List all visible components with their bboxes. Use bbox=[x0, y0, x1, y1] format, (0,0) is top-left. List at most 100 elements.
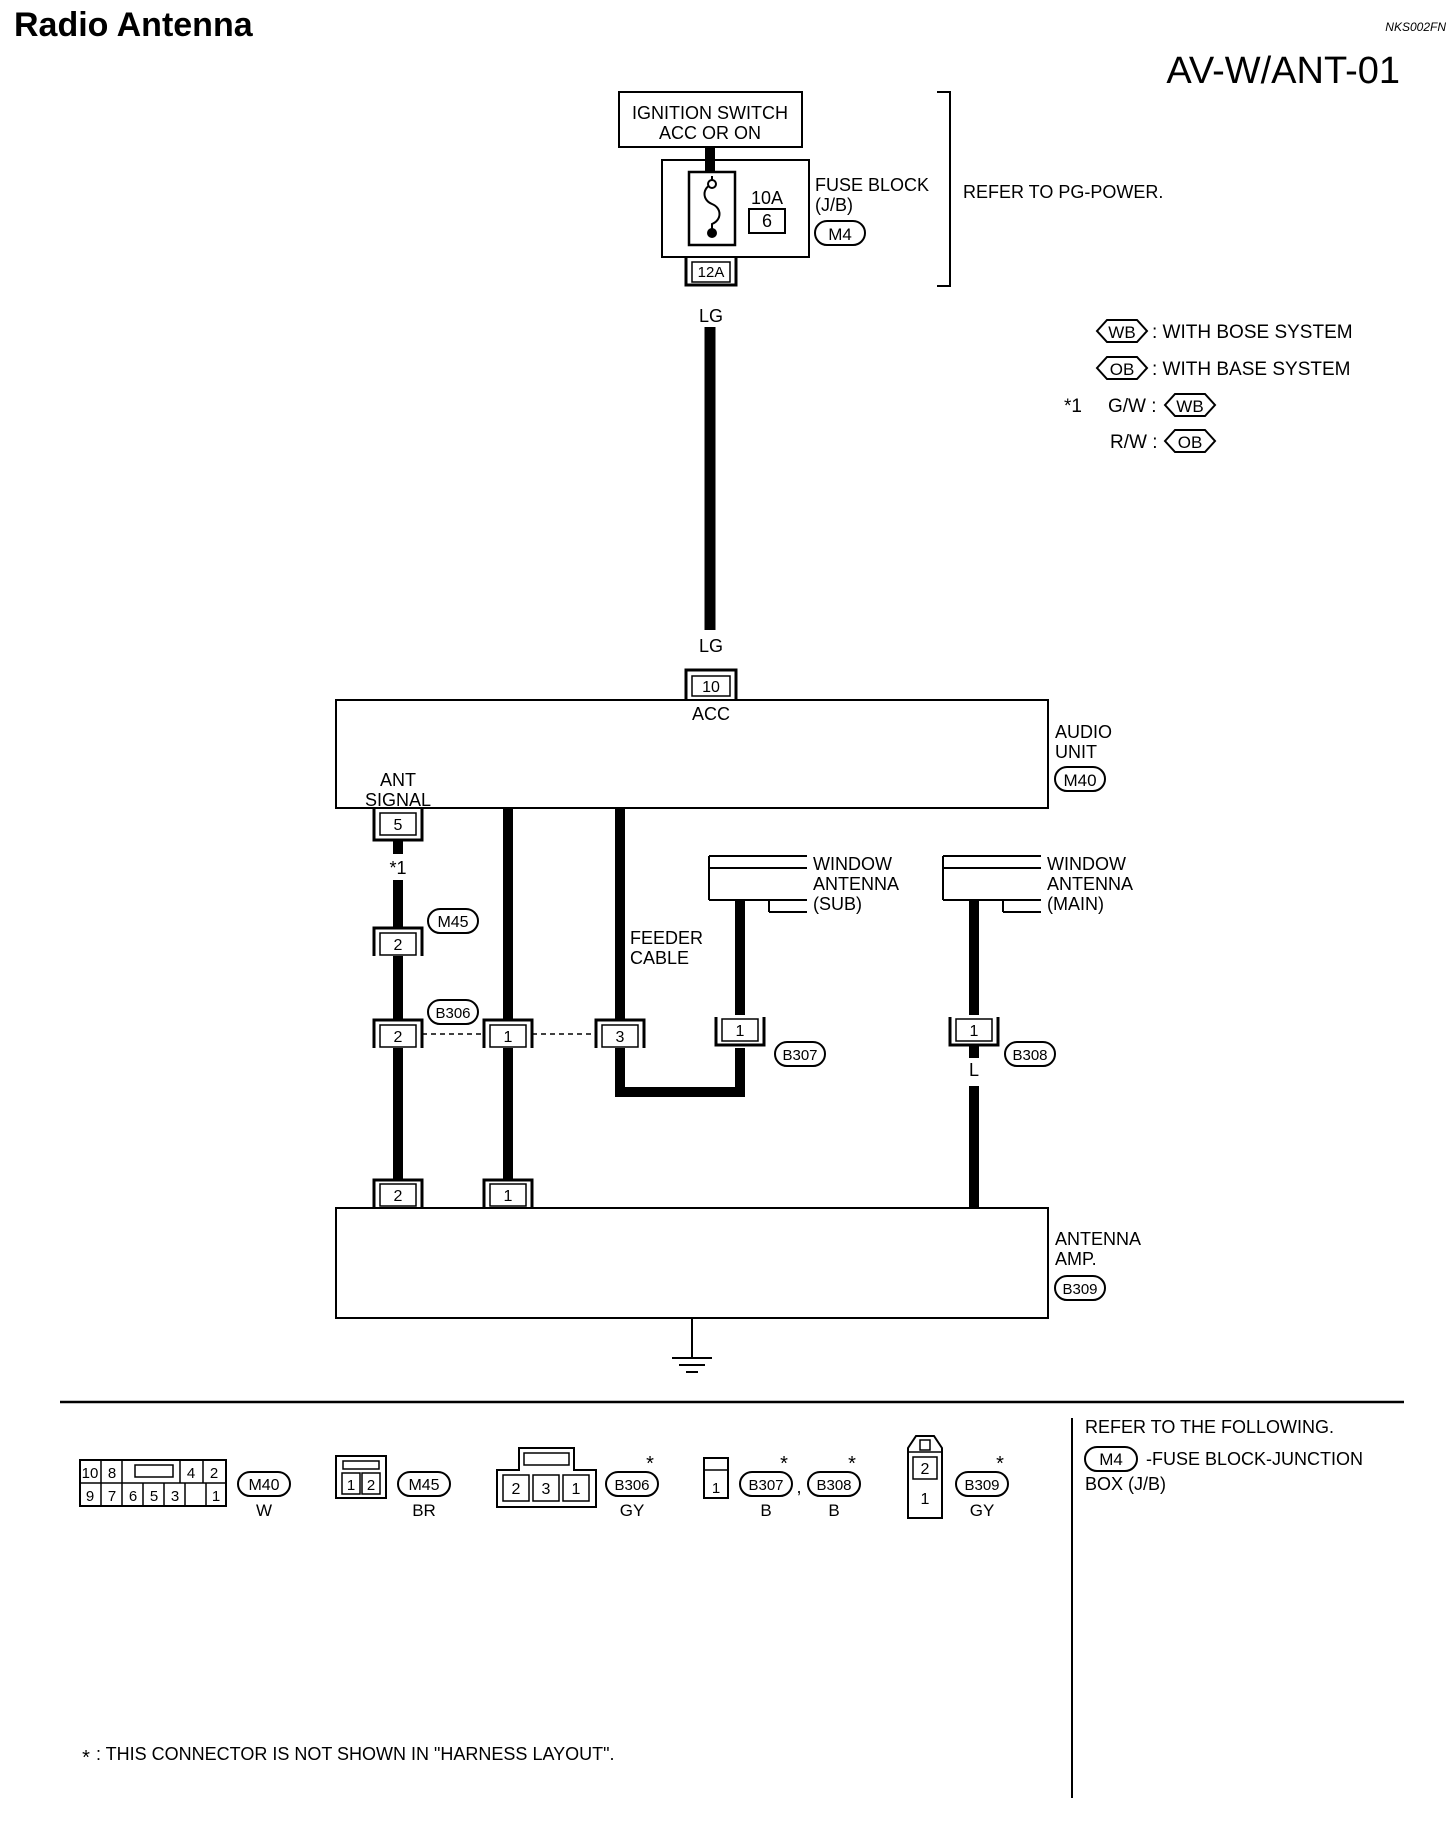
b306-terminal-2: 2 bbox=[372, 1018, 424, 1048]
page-code: AV-W/ANT-01 bbox=[1166, 50, 1400, 92]
terminal-10-acc: 10 bbox=[684, 668, 738, 700]
b308-connector-id: B308 bbox=[1012, 1047, 1047, 1064]
m45-view-id: M45 bbox=[408, 1477, 439, 1494]
b307-view-id: B307 bbox=[748, 1477, 783, 1494]
b306-pin-2: 2 bbox=[512, 1481, 521, 1498]
b309-view-id: B309 bbox=[964, 1477, 999, 1494]
b306-terminal-1: 1 bbox=[482, 1018, 534, 1048]
page-title: Radio Antenna bbox=[14, 6, 253, 44]
connector-view-b307-b308: 1 B307 * B , B308 * B bbox=[703, 1453, 861, 1520]
b308-star: * bbox=[848, 1453, 856, 1475]
b309-view-color: GY bbox=[970, 1501, 995, 1520]
fuse-connector-id: M4 bbox=[828, 225, 852, 244]
legend: WB : WITH BOSE SYSTEM OB : WITH BASE SYS… bbox=[1064, 319, 1353, 453]
terminal-5-label: 5 bbox=[394, 817, 403, 834]
b308-view-id: B308 bbox=[816, 1477, 851, 1494]
antenna-main-label: WINDOW bbox=[1047, 854, 1126, 874]
terminal-5-ant-signal: 5 bbox=[372, 808, 424, 842]
b306-terminal-3-label: 3 bbox=[616, 1029, 625, 1046]
antenna-amp-label: ANTENNA bbox=[1055, 1229, 1141, 1249]
refer-line-2: -FUSE BLOCK-JUNCTION bbox=[1146, 1449, 1363, 1469]
amp-terminal-1-label: 1 bbox=[504, 1188, 513, 1205]
m40-view-id: M40 bbox=[248, 1477, 279, 1494]
ignition-switch: IGNITION SWITCH ACC OR ON bbox=[618, 91, 803, 148]
connector-view-m45: 1 2 M45 BR bbox=[335, 1455, 451, 1520]
m40-lock-tab bbox=[134, 1464, 174, 1478]
fuse-connector-badge bbox=[814, 220, 866, 246]
antenna-amp-sublabel: AMP. bbox=[1055, 1249, 1097, 1269]
b307-pin-1: 1 bbox=[712, 1480, 720, 1497]
audio-unit-sublabel: UNIT bbox=[1055, 742, 1097, 762]
b308-terminal-label: 1 bbox=[970, 1023, 979, 1040]
fuse-rating: 10A bbox=[751, 188, 783, 208]
fuse-number: 6 bbox=[762, 211, 772, 231]
m40-pin-3: 3 bbox=[171, 1488, 179, 1505]
legend-rw-label: R/W : bbox=[1110, 432, 1158, 453]
ignition-switch-sublabel: ACC OR ON bbox=[659, 123, 761, 143]
window-antenna-sub: WINDOW ANTENNA (SUB) bbox=[708, 854, 899, 914]
b306-star: * bbox=[646, 1453, 654, 1475]
audio-acc-label: ACC bbox=[692, 704, 730, 724]
ob-badge-shape bbox=[1095, 356, 1149, 380]
feeder-cable-sublabel: CABLE bbox=[630, 948, 689, 968]
wire-feeder-loop bbox=[615, 1048, 745, 1097]
terminal-12a: 12A bbox=[684, 257, 738, 287]
legend-ob-badge: OB bbox=[1110, 360, 1135, 379]
m45-connector-id: M45 bbox=[437, 914, 468, 931]
wb-badge-shape bbox=[1095, 319, 1149, 343]
b309-pin-2: 2 bbox=[921, 1461, 930, 1478]
ant-signal-sublabel: SIGNAL bbox=[365, 790, 431, 810]
b306-pin-3: 3 bbox=[542, 1481, 551, 1498]
refer-pg-power: REFER TO PG-POWER. bbox=[963, 182, 1163, 202]
fuse-housing bbox=[687, 170, 737, 247]
ground-icon bbox=[672, 1318, 712, 1373]
m40-pin-7: 7 bbox=[108, 1488, 116, 1505]
b306-pin-1: 1 bbox=[572, 1481, 581, 1498]
m40-pin-2: 2 bbox=[210, 1465, 218, 1482]
fuse-element-icon bbox=[703, 176, 721, 236]
b307-b308-separator: , bbox=[796, 1477, 801, 1497]
star-note-1: *1 bbox=[389, 858, 406, 878]
audio-unit-box bbox=[335, 699, 1049, 809]
m45-pin-1: 1 bbox=[347, 1477, 355, 1494]
b306-terminal-3: 3 bbox=[594, 1018, 646, 1048]
b306-view-color: GY bbox=[620, 1501, 645, 1520]
antenna-main-label-3: (MAIN) bbox=[1047, 894, 1104, 914]
footnote-star: * bbox=[82, 1747, 90, 1769]
connector-view-m40: 10 8 4 2 9 7 6 5 3 1 M40 W bbox=[79, 1459, 291, 1520]
m45-terminal-2: 2 bbox=[394, 937, 403, 954]
m45-view-color: BR bbox=[412, 1501, 436, 1520]
audio-unit-label: AUDIO bbox=[1055, 722, 1112, 742]
m40-pin-10: 10 bbox=[82, 1465, 99, 1482]
antenna-amp-box bbox=[335, 1207, 1049, 1319]
wire-color-lg-top: LG bbox=[699, 306, 723, 326]
amp-terminal-2-label: 2 bbox=[394, 1188, 403, 1205]
m40-pin-6: 6 bbox=[129, 1488, 137, 1505]
b309-star: * bbox=[996, 1453, 1004, 1475]
legend-star-mark: *1 bbox=[1064, 396, 1082, 417]
refer-line-3: BOX (J/B) bbox=[1085, 1474, 1166, 1494]
m40-pin-5: 5 bbox=[150, 1488, 158, 1505]
terminal-12a-label: 12A bbox=[698, 264, 725, 281]
m40-pin-9: 9 bbox=[86, 1488, 94, 1505]
antenna-main-label-2: ANTENNA bbox=[1047, 874, 1133, 894]
fuse-block: 10A 6 FUSE BLOCK (J/B) M4 bbox=[661, 159, 929, 258]
wire-color-lg-bottom: LG bbox=[699, 636, 723, 656]
fuse-block-sublabel: (J/B) bbox=[815, 195, 853, 215]
refer-m4-badge: M4 bbox=[1099, 1450, 1123, 1469]
b308-view-color: B bbox=[828, 1501, 839, 1520]
b308-terminal: 1 bbox=[948, 1017, 1000, 1047]
legend-gw-label: G/W : bbox=[1108, 396, 1157, 417]
antenna-sub-label-3: (SUB) bbox=[813, 894, 862, 914]
m45-pin-2: 2 bbox=[367, 1477, 375, 1494]
antenna-amp-connector: B309 bbox=[1062, 1281, 1097, 1298]
terminal-10-label: 10 bbox=[702, 679, 720, 696]
b306-view-id: B306 bbox=[614, 1477, 649, 1494]
legend-wb-text: : WITH BOSE SYSTEM bbox=[1152, 322, 1353, 343]
refer-bracket bbox=[937, 91, 951, 287]
legend-ob-text: : WITH BASE SYSTEM bbox=[1152, 359, 1350, 380]
m40-pin-1: 1 bbox=[212, 1488, 220, 1505]
b309-pin-1: 1 bbox=[921, 1491, 930, 1508]
fuse-block-label: FUSE BLOCK bbox=[815, 175, 929, 195]
